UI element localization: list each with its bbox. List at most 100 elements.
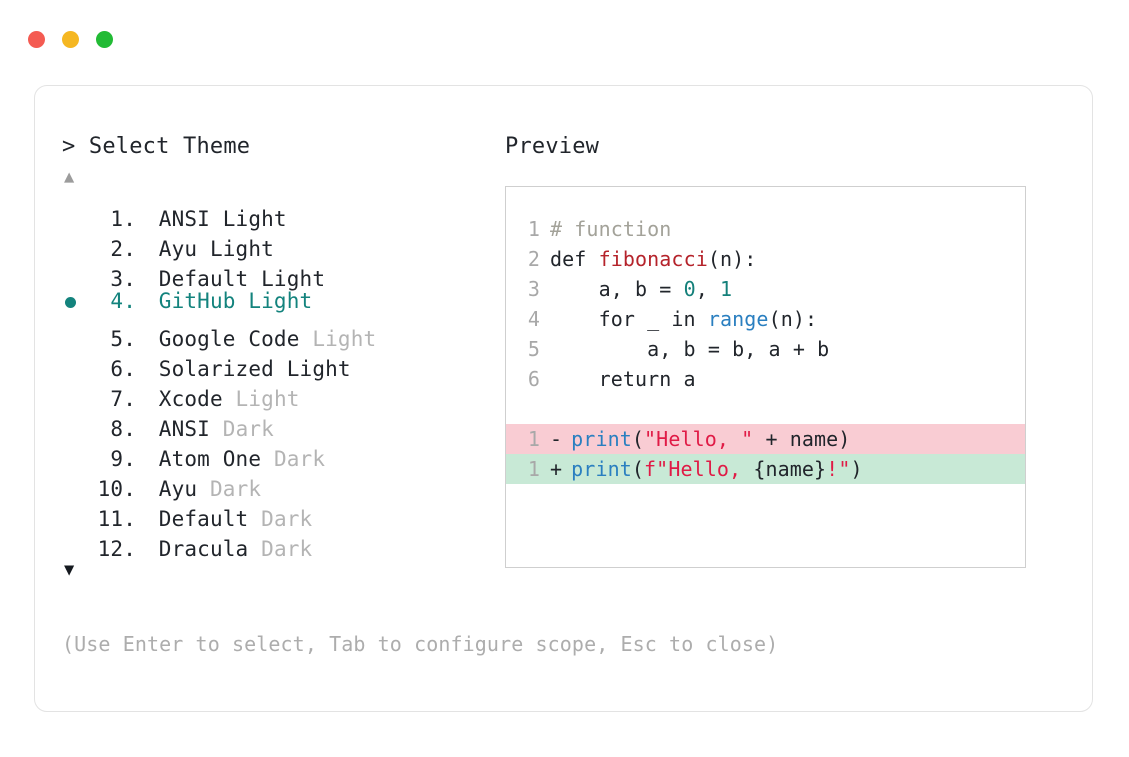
theme-item-variant: Dark — [248, 507, 313, 531]
theme-item-name: Xcode — [158, 387, 223, 411]
code-token: ( — [631, 427, 645, 451]
code-token: for _ in — [550, 307, 708, 331]
theme-list-item[interactable]: 12. Dracula Dark — [62, 526, 505, 561]
code-token: "Hello, " — [644, 427, 754, 451]
code-line-text: a, b = 0, 1 — [550, 274, 733, 304]
theme-item-index: 12. — [97, 537, 136, 561]
selected-bullet-icon — [62, 196, 90, 226]
theme-item-name: Google Code — [158, 327, 300, 351]
theme-item-gap — [136, 286, 159, 316]
line-number: 1 — [527, 217, 540, 241]
theme-item-index: 2. — [110, 237, 136, 261]
scroll-down-icon[interactable]: ▼ — [64, 560, 75, 580]
theme-item-name: Ayu Light — [158, 237, 274, 261]
theme-item-gap — [136, 444, 159, 474]
code-token: (n): — [768, 307, 818, 331]
preview-title: Preview — [505, 134, 600, 159]
diff-block: 1-print("Hello, " + name)1+print(f"Hello… — [506, 424, 1025, 484]
code-token: {name} — [753, 457, 827, 481]
theme-item-name: Default — [158, 507, 249, 531]
scroll-up-icon[interactable]: ▲ — [64, 167, 75, 187]
code-token: , — [695, 277, 721, 301]
diff-line-text: print(f"Hello, {name}!") — [571, 454, 862, 484]
theme-item-index: 3. — [110, 267, 136, 291]
theme-item-name: Default Light — [158, 267, 326, 291]
selected-bullet-icon — [62, 526, 90, 556]
selected-bullet-icon — [62, 226, 90, 256]
selected-bullet-icon — [62, 406, 90, 436]
code-spacer — [506, 394, 1025, 424]
code-token: + name) — [753, 427, 851, 451]
theme-list-item[interactable]: 9. Atom One Dark — [62, 436, 505, 471]
theme-list-item[interactable]: 8. ANSI Dark — [62, 406, 505, 441]
selected-bullet-icon — [62, 346, 90, 376]
code-token: 1 — [720, 277, 733, 301]
code-token: return a — [550, 367, 696, 391]
diff-line-text: print("Hello, " + name) — [571, 424, 850, 454]
theme-list-item[interactable]: 6. Solarized Light — [62, 346, 505, 381]
code-token: !" — [826, 457, 851, 481]
selected-bullet-icon — [62, 376, 90, 406]
code-line: 5 a, b = b, a + b — [506, 334, 1025, 364]
code-token: ( — [631, 457, 645, 481]
theme-item-gap — [136, 474, 159, 504]
selected-bullet-icon — [62, 316, 90, 346]
code-token: def — [550, 247, 599, 271]
line-number: 6 — [527, 367, 540, 391]
diff-removed-line: 1-print("Hello, " + name) — [506, 424, 1025, 454]
code-line-text: return a — [550, 364, 696, 394]
code-line: 4 for _ in range(n): — [506, 304, 1025, 334]
theme-item-name: Ayu — [158, 477, 198, 501]
code-token: print — [571, 457, 632, 481]
theme-list-item[interactable]: 1. ANSI Light — [62, 196, 505, 231]
theme-item-variant: Dark — [197, 477, 262, 501]
theme-item-name: ANSI — [158, 417, 210, 441]
theme-item-gap — [136, 534, 159, 564]
theme-item-index: 9. — [110, 447, 136, 471]
theme-item-name: ANSI Light — [158, 207, 287, 231]
theme-item-gap — [136, 414, 159, 444]
code-line: 1 # function — [506, 214, 1025, 244]
minimize-window-button[interactable] — [62, 31, 79, 48]
theme-list-item[interactable]: 10. Ayu Dark — [62, 466, 505, 501]
diff-sign: - — [550, 427, 563, 451]
code-line-text: for _ in range(n): — [550, 304, 817, 334]
theme-item-gap — [136, 354, 159, 384]
line-number: 1 — [527, 427, 540, 451]
theme-list-item[interactable]: 3. Default Light — [62, 256, 505, 291]
theme-item-index: 10. — [97, 477, 136, 501]
theme-item-variant: Dark — [248, 537, 313, 561]
theme-list-item[interactable]: 4. GitHub Light — [62, 286, 505, 316]
theme-item-name: GitHub Light — [158, 289, 313, 313]
maximize-window-button[interactable] — [96, 31, 113, 48]
code-token: # function — [550, 217, 672, 241]
theme-list-item[interactable]: 11. Default Dark — [62, 496, 505, 531]
theme-item-index: 1. — [110, 207, 136, 231]
line-number: 3 — [527, 277, 540, 301]
selected-bullet-icon — [62, 496, 90, 526]
code-token: range — [707, 307, 769, 331]
theme-list-item[interactable]: 2. Ayu Light — [62, 226, 505, 261]
theme-item-index: 6. — [110, 357, 136, 381]
code-token: 0 — [683, 277, 696, 301]
theme-item-variant: Dark — [261, 447, 326, 471]
line-number: 5 — [527, 337, 540, 361]
close-window-button[interactable] — [28, 31, 45, 48]
selected-bullet-icon — [62, 466, 90, 496]
theme-item-gap — [136, 384, 159, 414]
theme-item-gap — [136, 234, 159, 264]
theme-item-index: 8. — [110, 417, 136, 441]
code-line: 6 return a — [506, 364, 1025, 394]
theme-item-name: Dracula — [158, 537, 249, 561]
diff-added-line: 1+print(f"Hello, {name}!") — [506, 454, 1025, 484]
code-token: a, b = b, a + b — [550, 337, 830, 361]
window-traffic-lights — [28, 31, 113, 48]
theme-list-item[interactable]: 7. Xcode Light — [62, 376, 505, 411]
theme-list-item[interactable]: 5. Google Code Light — [62, 316, 505, 351]
